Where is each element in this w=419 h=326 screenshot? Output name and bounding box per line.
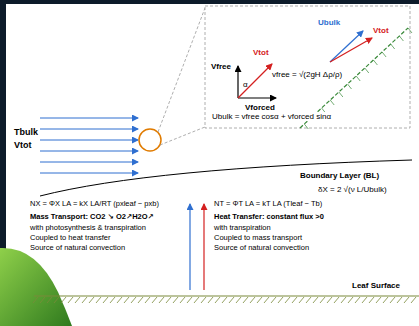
surface-hatching bbox=[33, 297, 416, 303]
diagram-label: Boundary Layer (BL) bbox=[300, 171, 379, 180]
diagram-label: NX = ΦX LA = kX LA/RT (pxleaf − pxb) bbox=[30, 200, 159, 209]
inset-label: Vfree bbox=[211, 62, 231, 71]
vtot-arrow bbox=[238, 64, 272, 98]
inset-label: α bbox=[243, 80, 248, 89]
diagram-label: Source of natural convection bbox=[30, 244, 125, 253]
heat-flux-arrow bbox=[203, 204, 204, 290]
inset-label: Vforced bbox=[245, 103, 275, 112]
zoom-inset: UbulkVtotVfreeVforced Vtot α vfree = √(2gH … bbox=[205, 6, 410, 128]
diagram-label: with transpiration bbox=[214, 224, 271, 233]
bulk-flow-arrows bbox=[40, 118, 138, 173]
diagram-label: Mass Transport: CO2 ↘ O2↗H2O↗ bbox=[30, 213, 154, 222]
vforced-arrow bbox=[238, 97, 276, 98]
inset-label: Ubulk bbox=[318, 18, 340, 27]
diagram-label: δX = 2 √(ν L/Ubulk) bbox=[318, 185, 387, 194]
diagram-label: NT = ΦT LA = kT LA (Tleaf − Tb) bbox=[214, 200, 322, 209]
inset-label: Ubulk = vfree cosα + vforced sinα bbox=[211, 112, 332, 121]
vfree-arrow bbox=[237, 66, 238, 98]
zoom-circle bbox=[139, 129, 161, 151]
diagram-label: Leaf Surface bbox=[352, 281, 400, 290]
diagram-label: Tbulk bbox=[14, 127, 38, 137]
diagram-label: with photosynthesis & transpiration bbox=[30, 224, 146, 233]
inset-label: vfree = √(2gH Δρ/ρ) bbox=[271, 70, 343, 79]
mass-flux-arrow bbox=[189, 204, 190, 290]
leaf-surface-line bbox=[34, 295, 419, 296]
inset-label: Vtot bbox=[253, 48, 269, 57]
inset-label: Vtot bbox=[373, 26, 389, 35]
diagram-label: Vtot bbox=[14, 140, 32, 150]
slide-ground bbox=[6, 4, 419, 326]
zoom-leader bbox=[160, 127, 205, 145]
boundary-layer-curve bbox=[40, 160, 412, 196]
diagram-label: Heat Transfer: constant flux >0 bbox=[214, 213, 324, 222]
diagram-label: Coupled to heat transfer bbox=[30, 234, 110, 243]
diagram-label: Source of natural convection bbox=[214, 244, 309, 253]
zoom-leader bbox=[158, 8, 205, 132]
leaf-shape bbox=[0, 248, 72, 326]
vtot-slope-arrow bbox=[330, 38, 372, 62]
diagram-label: Coupled to mass transport bbox=[214, 234, 302, 243]
inset-ground bbox=[205, 6, 410, 128]
